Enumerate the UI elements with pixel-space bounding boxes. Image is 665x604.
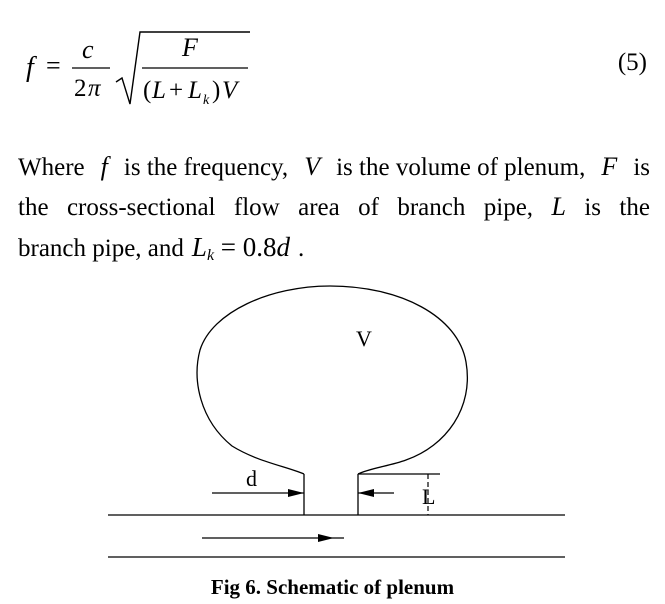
math-Lk: L [191, 232, 207, 262]
label-d: d [246, 466, 257, 491]
label-V: V [356, 326, 372, 351]
paragraph-line-3: branch pipe, and Lk = 0.8d . [18, 227, 650, 267]
equation-5: f = c 2 π F ( L + L k ) V [26, 31, 250, 108]
word: cross-sectional [66, 194, 216, 221]
label-L: L [422, 484, 435, 509]
plenum-outline [196, 285, 468, 475]
word: branch [397, 194, 466, 221]
eq-paren-open: ( [143, 77, 151, 104]
text-segment: is the volume of plenum, [336, 154, 586, 181]
word: the [619, 194, 650, 221]
eq-equals: = [46, 51, 61, 80]
math-F: F [601, 152, 618, 181]
word: the [18, 194, 49, 221]
eq-L: L [151, 77, 166, 104]
word: of [358, 194, 379, 221]
eq-pi: π [88, 75, 102, 102]
paragraph-line-1: Where f is the frequency, V is the volum… [18, 147, 650, 187]
eq-V: V [222, 77, 240, 104]
eq-c: c [82, 35, 94, 64]
math-f: f [100, 152, 108, 181]
eq-paren-close: ) [212, 77, 220, 104]
d-arrowhead-right [358, 489, 374, 497]
eq-2: 2 [74, 75, 87, 102]
math-L: L [551, 192, 566, 221]
plenum-schematic: V d L [108, 285, 565, 558]
body-paragraph: Where f is the frequency, V is the volum… [18, 147, 650, 267]
figure-caption: Fig 6. Schematic of plenum [210, 575, 455, 599]
d-arrowhead-left [288, 489, 304, 497]
math-d: d [276, 232, 291, 262]
eq-sqrt-sign [115, 31, 250, 105]
word: is [584, 194, 601, 221]
word: pipe, [483, 194, 534, 221]
math-k-subscript: k [206, 247, 215, 264]
word: is [633, 154, 650, 181]
eq-Lk: L [187, 77, 202, 104]
math-equals-value: = 0.8 [220, 232, 277, 262]
word: Where [18, 154, 85, 181]
math-Lk-expression: Lk = 0.8d [192, 227, 290, 276]
math-V: V [304, 152, 321, 181]
paragraph-line-2: the cross-sectional flow area of branch … [18, 187, 650, 227]
word: area [298, 194, 340, 221]
eq-plus: + [169, 77, 183, 104]
eq-f: f [26, 52, 37, 83]
text-segment: branch pipe, and [18, 235, 184, 262]
word: flow [233, 194, 280, 221]
period: . [298, 235, 305, 262]
eq-F: F [181, 33, 199, 62]
flow-arrowhead [318, 534, 334, 542]
text-segment: is the frequency, [123, 154, 289, 181]
eq-k-subscript: k [203, 93, 210, 108]
equation-number: (5) [617, 49, 647, 76]
